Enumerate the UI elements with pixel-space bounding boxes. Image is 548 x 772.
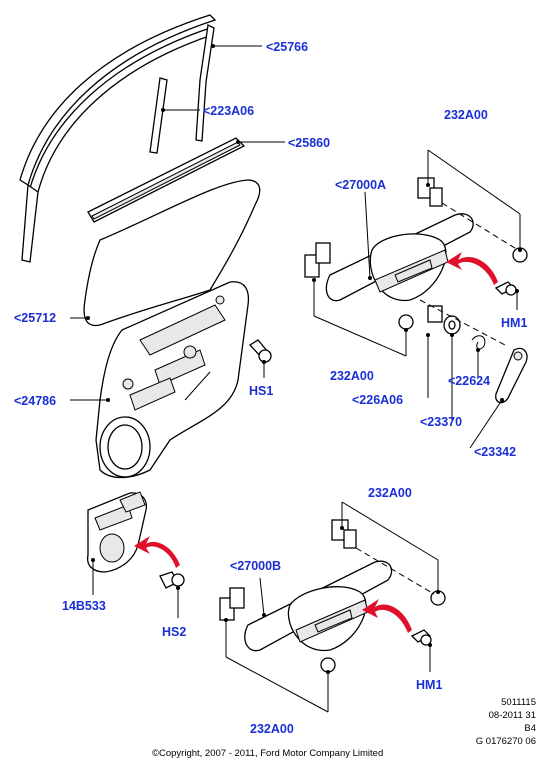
part-25712-door-seal	[70, 179, 261, 327]
label-hs1: HS1	[249, 384, 273, 398]
red-arrow-upper-icon	[446, 252, 498, 285]
label-hm1-top: HM1	[501, 316, 527, 330]
label-23370: <23370	[420, 415, 462, 429]
leader-232A00-bottom	[224, 618, 330, 713]
part-27000B-window-regulator	[219, 519, 393, 652]
part-23342-window-crank-handle	[469, 347, 528, 449]
part-upper-regulator-screws	[398, 247, 528, 330]
label-232A00-top: 232A00	[444, 108, 488, 122]
leader-hm1-top	[515, 289, 519, 310]
part-hs2-screw	[159, 571, 185, 618]
label-232A00-low: 232A00	[368, 486, 412, 500]
label-hs2: HS2	[162, 625, 186, 639]
leader-232A00-top	[426, 149, 522, 252]
footer-ref-line-1: 5011115	[501, 697, 536, 708]
label-22624: <22624	[448, 374, 490, 388]
red-arrow-lower-icon	[362, 599, 412, 633]
part-24786-door-module-panel	[70, 281, 250, 479]
footer-copyright: ©Copyright, 2007 - 2011, Ford Motor Comp…	[152, 748, 383, 759]
footer-ref-line-3: B4	[524, 723, 536, 734]
part-hs1-screw	[248, 339, 272, 378]
label-23342: <23342	[474, 445, 516, 459]
footer-ref-line-4: G 0176270 06	[476, 736, 536, 747]
part-22624-clip	[419, 299, 506, 378]
label-25860: <25860	[288, 136, 330, 150]
label-hm1-low: HM1	[416, 678, 442, 692]
label-232A00-mid: 232A00	[330, 369, 374, 383]
label-14B533: 14B533	[62, 599, 106, 613]
part-223A06-division-bar	[149, 77, 200, 154]
part-14B533-window-motor	[86, 491, 148, 595]
label-25712: <25712	[14, 311, 56, 325]
label-226A06: <226A06	[352, 393, 403, 407]
leader-232A00-low	[340, 501, 440, 595]
leader-232A00-mid	[312, 278, 408, 357]
part-25860-belt-weatherstrip	[87, 137, 285, 223]
red-arrow-motor-icon	[134, 536, 180, 568]
label-25766: <25766	[266, 40, 308, 54]
part-27000A-window-regulator	[304, 177, 474, 302]
label-27000B: <27000B	[230, 559, 281, 573]
part-25766-glass-run-channel	[19, 14, 262, 263]
label-232A00-bottom: 232A00	[250, 722, 294, 736]
label-223A06: <223A06	[203, 104, 254, 118]
part-23370-washer	[443, 315, 461, 420]
label-24786: <24786	[14, 394, 56, 408]
label-27000A: <27000A	[335, 178, 386, 192]
part-226A06-spacer	[426, 305, 443, 398]
footer-ref-line-2: 08-2011 31	[489, 710, 536, 721]
leader-hm1-low	[428, 643, 432, 672]
